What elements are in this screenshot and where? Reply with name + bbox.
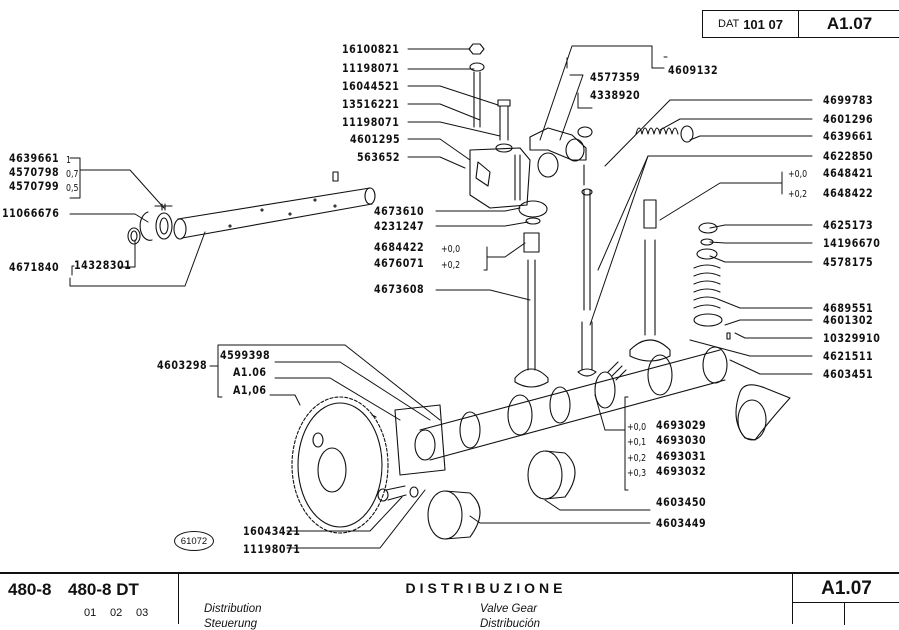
tolerance-label: +0,3 [627,468,647,479]
exploded-view-drawing [69,43,813,549]
figure-number: 61072 [174,531,214,551]
part-label[interactable]: 563652 [357,150,401,164]
part-label[interactable]: 4693030 [656,433,707,447]
tolerance-label: +0,0 [627,422,647,433]
title-cell: DISTRIBUZIONE Distribution Valve Gear St… [180,574,792,630]
tolerance-label: +0,1 [627,437,647,448]
bolt-stack [468,43,513,153]
camshaft [394,346,728,476]
revision-grid [793,602,899,625]
part-label[interactable]: 10329910 [823,331,881,345]
part-label[interactable]: 4639661 [823,129,874,143]
dat-prefix: DAT [718,18,740,30]
part-label[interactable]: 4601296 [823,112,874,126]
part-label[interactable]: 4603450 [656,495,707,509]
title-block: 480-8 480-8 DT 01 02 03 DISTRIBUZIONE Di… [0,572,899,630]
cam-gear [291,396,389,534]
part-label[interactable]: 4621511 [823,349,874,363]
valve-right [629,199,731,362]
part-label[interactable]: 4570798 [9,165,60,179]
part-label[interactable]: 4599398 [220,348,271,362]
part-label[interactable]: 16100821 [342,42,400,56]
variant-02: 02 [110,607,123,619]
title-italian: DISTRIBUZIONE [405,580,567,596]
part-label[interactable]: 11198071 [342,115,400,129]
part-label[interactable]: 4693031 [656,449,707,463]
part-label[interactable]: 11198071 [243,542,301,556]
part-label[interactable]: 13516221 [342,97,400,111]
thickness-label: 0,7 [66,169,79,180]
part-label[interactable]: 11066676 [2,206,60,220]
title-german: Steuerung [204,618,258,630]
part-label[interactable]: 4699783 [823,93,874,107]
part-label[interactable]: 4578175 [823,255,874,269]
part-label[interactable]: 4639661 [9,151,60,165]
valve-left [514,200,549,388]
part-label[interactable]: 4601295 [350,132,401,146]
part-label[interactable]: 4603449 [656,516,707,530]
part-label[interactable]: 4689551 [823,301,874,315]
table-code-bottom: A1.07 [821,578,872,599]
dat-reference: DAT 101 07 [703,11,799,37]
part-label[interactable]: 4684422 [374,240,425,254]
part-label[interactable]: 4625173 [823,218,874,232]
part-label[interactable]: 4603298 [157,358,208,372]
variant-01: 01 [84,607,97,619]
part-label[interactable]: 11198071 [342,61,400,75]
pushrod [577,188,597,377]
gear-bolt [377,485,419,502]
tolerance-label: +0,2 [788,189,808,200]
part-label[interactable]: 4676071 [374,256,425,270]
part-label[interactable]: 4648422 [823,186,874,200]
part-label[interactable]: 4570799 [9,179,60,193]
model-480-8-dt: 480-8 DT [68,580,139,599]
thickness-label: 0,5 [66,183,79,194]
dat-number: 101 07 [743,16,783,32]
part-label[interactable]: 4693029 [656,418,707,432]
rocker-shaft [127,171,376,245]
model-480-8: 480-8 [8,580,52,599]
part-label[interactable]: 4231247 [374,219,425,233]
rocker-arm [529,126,593,186]
tolerance-label: +0,0 [788,169,808,180]
tolerance-label: +0,2 [627,453,647,464]
part-label[interactable]: 4609132 [668,63,719,77]
leader-lines [69,45,813,549]
part-label[interactable]: 4673608 [374,282,425,296]
part-label[interactable]: 4648421 [823,166,874,180]
tolerance-label: +0,2 [441,260,461,271]
part-label[interactable]: 16043421 [243,524,301,538]
part-label[interactable]: 4603451 [823,367,874,381]
title-french: Distribution [204,603,262,615]
part-label[interactable]: 4693032 [656,464,707,478]
model-cell: 480-8 480-8 DT 01 02 03 [0,574,179,624]
part-label[interactable]: 4671840 [9,260,60,274]
valve-spring-small [635,125,694,143]
part-label[interactable]: 4622850 [823,149,874,163]
title-spanish: Distribución [480,618,541,630]
thickness-label: 1 [66,155,72,166]
variant-03: 03 [136,607,149,619]
rocker-support [469,147,531,209]
table-code-top: A1.07 [826,14,873,33]
cam-bearings [427,384,791,540]
part-label[interactable]: 14328301 [74,258,132,272]
part-label[interactable]: 14196670 [823,236,881,250]
part-label[interactable]: 4338920 [590,88,641,102]
part-label[interactable]: 4673610 [374,204,425,218]
part-label[interactable]: 4577359 [590,70,641,84]
cross-reference-label[interactable]: A1,06 [233,383,267,397]
table-code-cell: A1.07 [792,574,899,625]
cross-reference-label[interactable]: A1.06 [233,365,267,379]
tolerance-label: +0,0 [441,244,461,255]
part-label[interactable]: 16044521 [342,79,400,93]
title-english: Valve Gear [480,603,538,615]
reference-box: DAT 101 07 A1.07 [702,10,899,38]
part-label[interactable]: 4601302 [823,313,874,327]
